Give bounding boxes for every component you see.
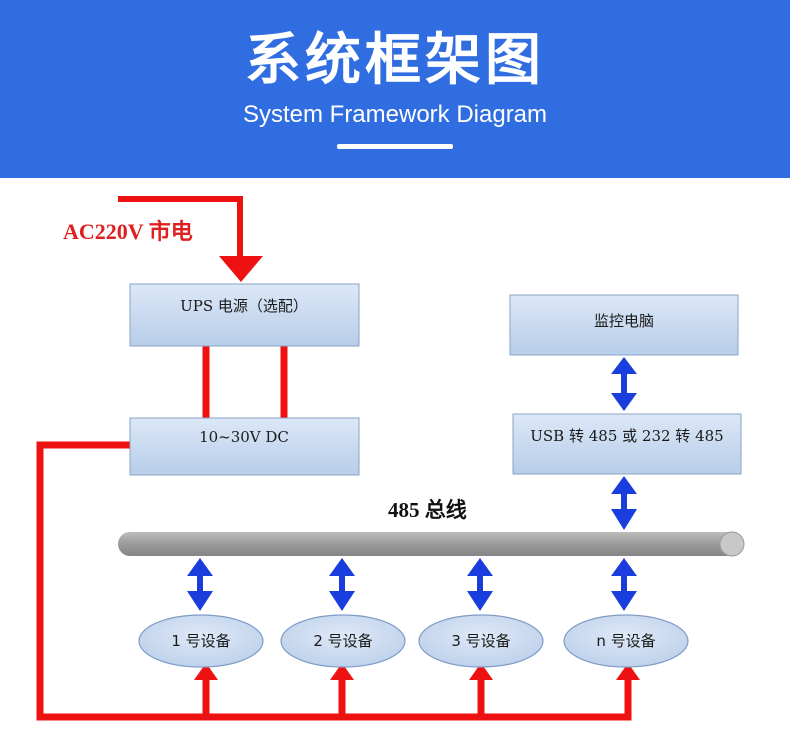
monitor-box: 监控电脑: [509, 294, 739, 356]
bus-device-2-arrow: [329, 558, 355, 611]
ac-power-arrow: [118, 196, 263, 282]
dc-box-label: 10~30V DC: [199, 428, 289, 446]
ac-power-label: AC220V 市电: [63, 219, 193, 244]
comm-arrows: [187, 357, 637, 611]
device-n-label: n 号设备: [596, 632, 655, 650]
bus-label: 485 总线: [388, 498, 467, 522]
device-3-power-arrow: [469, 663, 493, 680]
power-wiring: [36, 346, 632, 721]
device-2-power-arrow: [330, 663, 354, 680]
monitor-box-label: 监控电脑: [594, 312, 654, 330]
bus-device-n-arrow: [611, 558, 637, 611]
title-underline: [337, 144, 453, 149]
ups-box: UPS 电源（选配）: [129, 283, 360, 347]
device-1-power-arrow: [194, 663, 218, 680]
device-3: 3 号设备: [418, 614, 544, 668]
device-n: n 号设备: [563, 614, 689, 668]
converter-box: USB 转 485 或 232 转 485: [512, 413, 742, 475]
device-n-power-arrow: [616, 663, 640, 680]
device-2-label: 2 号设备: [313, 632, 372, 650]
page-subtitle: System Framework Diagram: [242, 101, 548, 128]
header-banner: 系统框架图 System Framework Diagram: [0, 0, 790, 178]
dc-box: 10~30V DC: [129, 417, 360, 476]
page-title: 系统框架图: [245, 28, 545, 93]
device-3-label: 3 号设备: [451, 632, 510, 650]
monitor-converter-arrow: [611, 357, 637, 411]
dc-power-bus-line: [36, 441, 632, 721]
converter-box-label: USB 转 485 或 232 转 485: [530, 427, 723, 445]
ups-box-label: UPS 电源（选配）: [180, 297, 308, 315]
device-1-label: 1 号设备: [171, 632, 230, 650]
converter-bus-arrow: [611, 476, 637, 530]
device-1: 1 号设备: [138, 614, 264, 668]
bus-device-1-arrow: [187, 558, 213, 611]
rs485-bus: [118, 531, 745, 557]
device-2: 2 号设备: [280, 614, 406, 668]
device-power-arrows: [194, 663, 640, 680]
bus-device-3-arrow: [467, 558, 493, 611]
